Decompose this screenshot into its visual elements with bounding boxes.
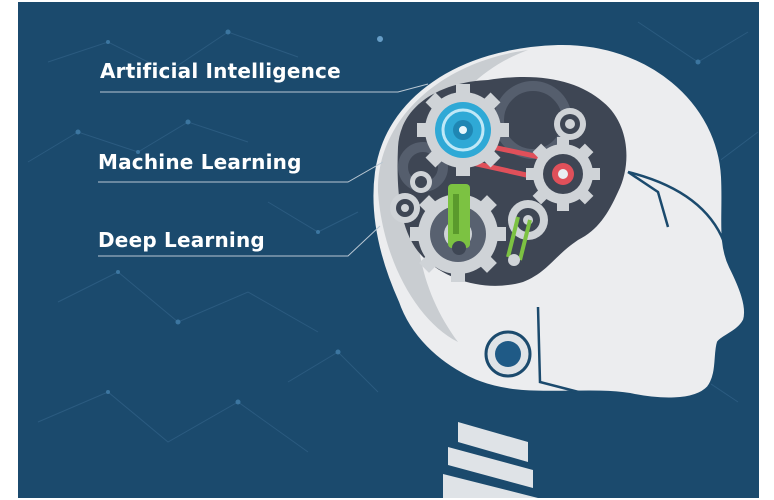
robot-head-illustration <box>27 21 759 498</box>
label-deep-learning: Deep Learning <box>98 228 265 252</box>
gear-icon <box>417 84 509 176</box>
label-artificial-intelligence: Artificial Intelligence <box>100 59 341 83</box>
illustration-panel: Artificial Intelligence Machine Learning… <box>18 2 759 498</box>
neck <box>443 422 538 498</box>
piston <box>448 184 470 255</box>
label-leader-lines <box>98 83 429 257</box>
face-panel-lines <box>536 170 726 399</box>
label-machine-learning: Machine Learning <box>98 150 302 174</box>
